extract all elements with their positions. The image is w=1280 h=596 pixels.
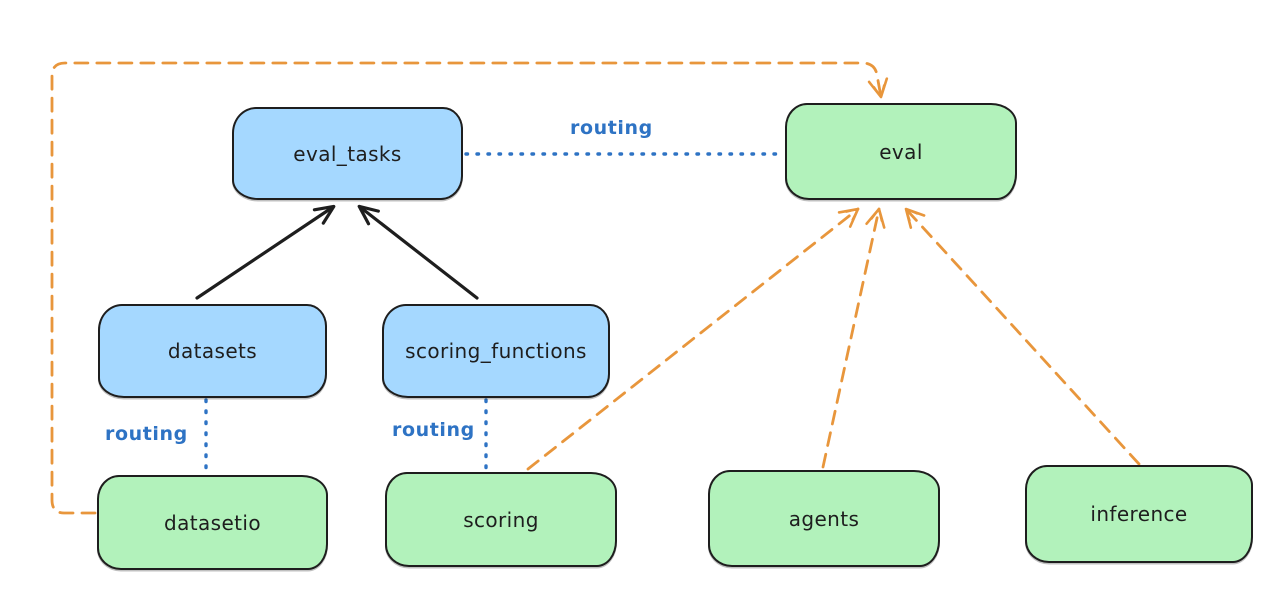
routing-label-eval-tasks-eval: routing (570, 117, 653, 139)
edge-inference-to-eval (904, 207, 1141, 466)
routing-label-scoring-functions-scoring: routing (392, 419, 475, 441)
node-eval-tasks: eval_tasks (232, 107, 463, 200)
node-eval: eval (785, 103, 1017, 200)
edge-datasetio-to-eval (50, 61, 889, 515)
edge-scoring-functions-to-eval-tasks (357, 204, 479, 300)
edge-datasets-to-eval-tasks (195, 204, 336, 300)
node-inference: inference (1025, 465, 1253, 563)
node-datasetio: datasetio (97, 475, 328, 570)
node-scoring-functions: scoring_functions (382, 304, 610, 398)
node-scoring: scoring (385, 472, 617, 567)
node-agents: agents (708, 470, 940, 567)
edge-agents-to-eval (821, 207, 886, 469)
routing-label-datasets-datasetio: routing (105, 423, 188, 445)
node-datasets: datasets (98, 304, 327, 398)
